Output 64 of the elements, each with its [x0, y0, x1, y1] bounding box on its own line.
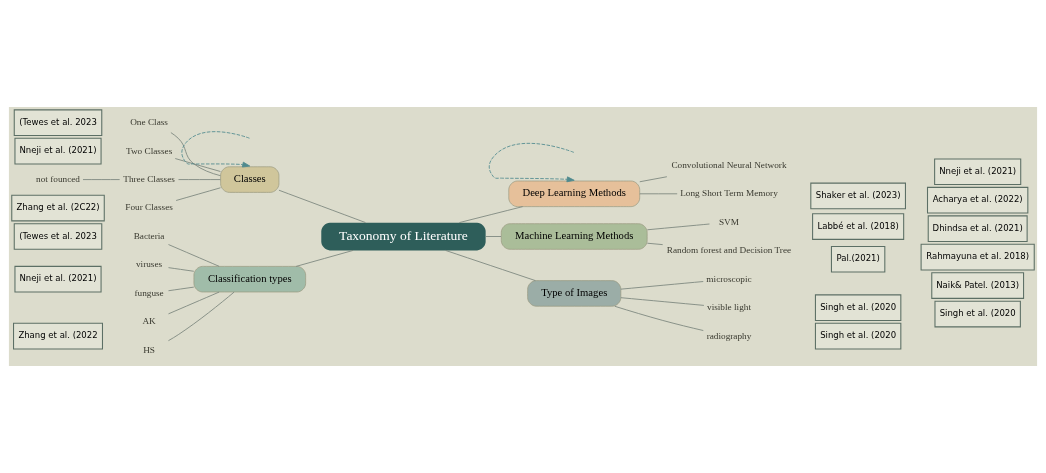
node-text: funguse: [134, 287, 164, 298]
node-box: Classification types: [193, 266, 306, 293]
node-text: Long Short Term Memory: [680, 188, 778, 199]
node-box: Nneji et al. (2021): [934, 158, 1022, 186]
node-text: viruses: [135, 259, 163, 270]
connector: [458, 206, 524, 223]
node-box: Taxonomy of Literature: [321, 222, 486, 251]
node-text: Two Classes: [125, 145, 173, 156]
node-text: Three Classes: [123, 174, 175, 184]
node-text: visible light: [707, 302, 751, 313]
node-text: Convolutional Neural Network: [671, 159, 787, 170]
node-box: Shaker et al. (2023): [810, 182, 906, 210]
node-box: Naik& Patel. (2013): [931, 272, 1025, 299]
connector: [168, 244, 220, 267]
node-box: Classes: [220, 166, 280, 193]
node-text: Bacteria: [133, 230, 165, 241]
node-box: Singh et al. (2020: [814, 322, 902, 350]
arrow: [488, 142, 575, 183]
node-box: (Tewes et al. 2023: [13, 109, 103, 136]
node-text: HS: [143, 344, 155, 355]
connector: [614, 305, 704, 331]
connector: [295, 250, 354, 267]
connector: [646, 223, 710, 231]
connector: [646, 242, 664, 246]
node-box: Labbé et al. (2018): [812, 213, 905, 240]
node-box: Singh et al. (2020: [814, 294, 902, 321]
connector: [639, 193, 678, 195]
connector: [620, 297, 705, 306]
connector: [168, 291, 220, 315]
node-text: not founced: [36, 174, 80, 184]
node-box: Zhang et al. (2C22): [11, 194, 105, 222]
connector: [170, 132, 221, 177]
connector: [168, 291, 235, 342]
node-text: One Class: [130, 117, 168, 128]
node-box: (Tewes et al. 2023: [13, 223, 103, 250]
node-box: Acharya et al. (2022): [926, 186, 1029, 214]
node-box: Singh et al. (2020: [934, 300, 1021, 328]
connector: [82, 179, 121, 180]
connector: [445, 250, 536, 282]
connector: [174, 158, 221, 172]
connector: [639, 176, 668, 183]
arrow: [181, 131, 251, 168]
connector: [620, 281, 704, 290]
node-text: Four Classes: [125, 202, 173, 213]
node-box: Nneji et al. (2021): [14, 137, 102, 165]
node-box: Machine Learning Methods: [500, 223, 648, 250]
connector: [178, 179, 221, 180]
connector: [168, 267, 195, 272]
node-box: Pal.(2021): [830, 245, 886, 273]
connector: [168, 286, 195, 292]
node-text: microscopic: [706, 273, 752, 284]
node-text: radiography: [706, 330, 752, 341]
node-box: Deep Learning Methods: [508, 180, 641, 207]
node-box: Zhang et al. (2022: [13, 322, 103, 350]
connector: [278, 189, 366, 223]
node-text: SVM: [718, 216, 740, 227]
node-box: Type of Images: [527, 280, 622, 307]
connector: [485, 236, 502, 237]
connector: [175, 187, 221, 201]
node-text: Random forest and Decision Tree: [666, 245, 792, 256]
node-box: Nneji et al. (2021): [14, 265, 102, 293]
node-box: Rahmayuna et al. 2018): [920, 243, 1035, 271]
node-box: Dhindsa et al. (2021): [927, 215, 1028, 242]
node-text: AK: [142, 316, 156, 327]
